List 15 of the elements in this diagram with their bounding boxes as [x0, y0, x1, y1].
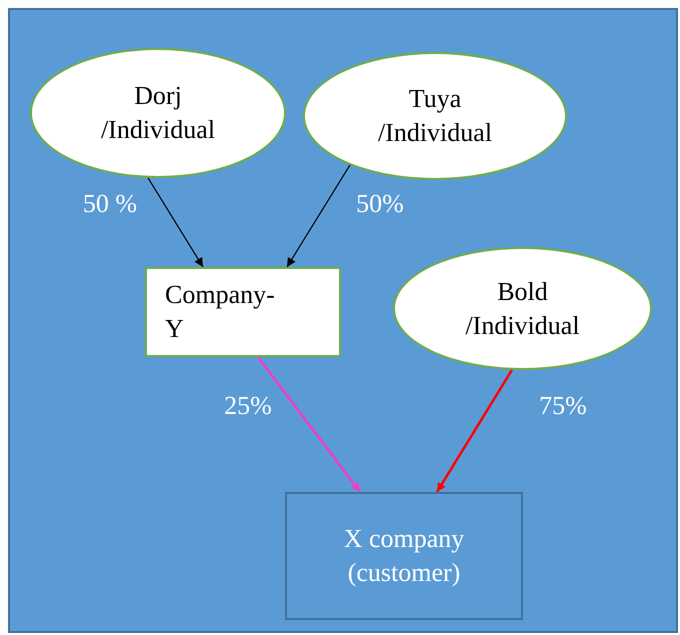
- arrow: [286, 164, 351, 268]
- arrow: [257, 356, 361, 493]
- edge-label: 25%: [224, 391, 272, 421]
- node-label: X company (customer): [342, 523, 466, 589]
- node-label: Dorj /Individual: [100, 80, 216, 146]
- node-label: Bold /Individual: [464, 276, 581, 342]
- arrow: [147, 177, 204, 268]
- arrow: [436, 369, 514, 493]
- rectangle-node: [285, 492, 523, 620]
- edge-label: 50 %: [82, 189, 138, 219]
- edge-label: 50%: [356, 189, 404, 219]
- node-label: Tuya /Individual: [376, 83, 494, 149]
- node-label: Company- Y: [165, 279, 276, 345]
- edge-label: 75%: [539, 391, 587, 421]
- rectangle-node: [145, 267, 341, 357]
